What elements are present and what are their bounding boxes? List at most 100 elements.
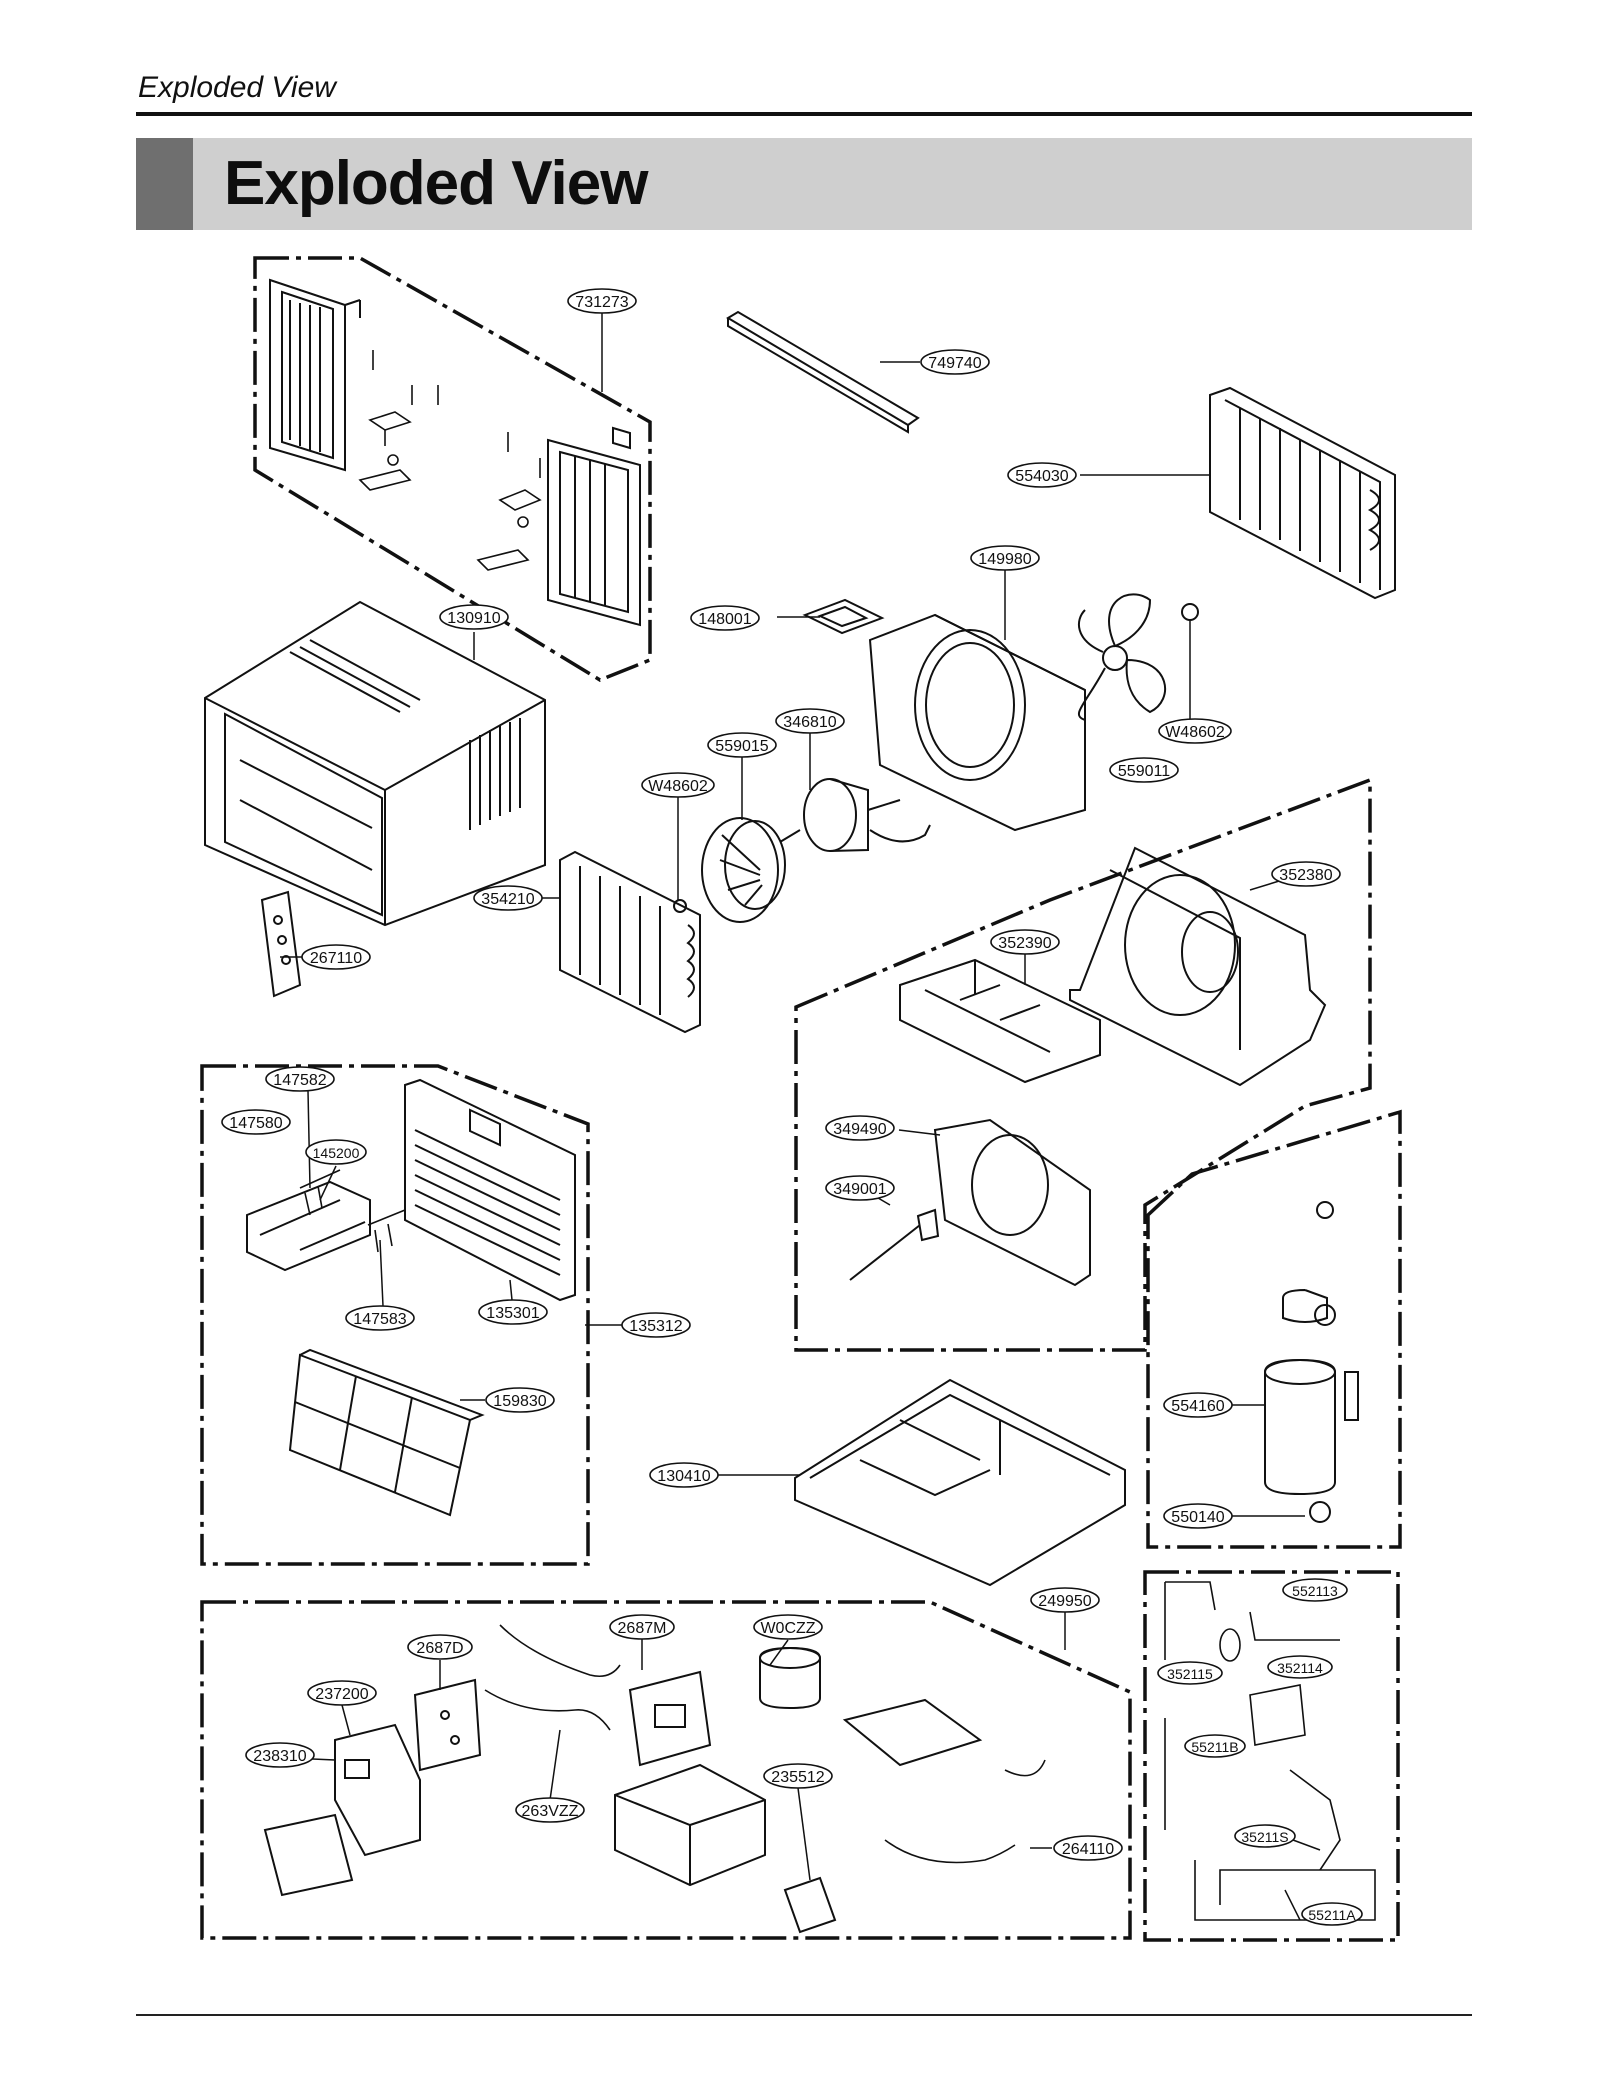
svg-text:159830: 159830 <box>493 1393 546 1410</box>
callout-349490: 349490 <box>825 1115 895 1141</box>
display-panel <box>263 1723 421 1897</box>
callout-346810: 346810 <box>775 708 845 734</box>
callout-159830: 159830 <box>485 1387 555 1413</box>
callout-354210: 354210 <box>473 885 543 911</box>
control-board <box>413 1678 482 1772</box>
callout-145200: 145200 <box>305 1139 367 1165</box>
top-foam-gasket <box>726 310 920 434</box>
footer-rule <box>136 2014 1472 2016</box>
svg-text:550140: 550140 <box>1171 1509 1224 1526</box>
svg-text:249950: 249950 <box>1038 1593 1091 1610</box>
callout-w48602-right: W48602 <box>1158 718 1232 744</box>
callout-552113: 552113 <box>1282 1578 1348 1602</box>
front-grille-panel <box>404 1078 576 1302</box>
front-door <box>246 1180 371 1272</box>
callout-264110: 264110 <box>1053 1835 1123 1861</box>
callout-55211a: 55211A <box>1301 1902 1363 1926</box>
callout-2687m: 2687M <box>609 1614 675 1640</box>
callout-55211b: 55211B <box>1184 1734 1246 1758</box>
callout-35211s: 35211S <box>1234 1824 1296 1848</box>
part-callouts: 731273 749740 554030 149980 148001 13091… <box>221 288 1363 1926</box>
svg-text:352390: 352390 <box>998 935 1051 952</box>
clamp-ring <box>673 899 687 913</box>
svg-text:554160: 554160 <box>1171 1398 1224 1415</box>
svg-text:731273: 731273 <box>575 294 628 311</box>
svg-text:2687D: 2687D <box>416 1640 463 1657</box>
callout-249950: 249950 <box>1030 1587 1100 1613</box>
compressor <box>1264 1201 1359 1523</box>
evaporator-housing <box>1069 846 1327 1087</box>
svg-text:554030: 554030 <box>1015 468 1068 485</box>
window-side-panel-left <box>269 278 361 472</box>
svg-text:552113: 552113 <box>1292 1583 1338 1599</box>
svg-text:352380: 352380 <box>1279 867 1332 884</box>
motor-mount-bracket <box>802 598 885 635</box>
svg-text:149980: 149980 <box>978 551 1031 568</box>
callout-147582: 147582 <box>265 1066 335 1092</box>
callout-135312: 135312 <box>621 1312 691 1338</box>
window-mounting-brackets <box>358 350 542 571</box>
blower-scroll <box>933 1118 1091 1287</box>
control-box <box>614 1763 766 1887</box>
svg-text:135312: 135312 <box>629 1318 682 1335</box>
svg-text:55211B: 55211B <box>1191 1739 1238 1755</box>
remote-control <box>260 890 302 998</box>
callout-147580: 147580 <box>221 1109 291 1135</box>
svg-text:147582: 147582 <box>273 1072 326 1089</box>
svg-text:238310: 238310 <box>253 1748 306 1765</box>
callout-2687d: 2687D <box>407 1634 473 1660</box>
callout-130910: 130910 <box>439 604 509 630</box>
svg-text:264110: 264110 <box>1062 1841 1114 1858</box>
outer-cabinet <box>204 600 546 927</box>
callout-267110: 267110 <box>301 944 371 970</box>
svg-text:130410: 130410 <box>657 1468 710 1485</box>
electrical-cover <box>842 1698 983 1767</box>
svg-text:346810: 346810 <box>783 714 836 731</box>
callout-w0czz: W0CZZ <box>753 1614 823 1640</box>
callout-235512: 235512 <box>763 1763 833 1789</box>
svg-text:349001: 349001 <box>833 1181 886 1198</box>
group-outline-electrical <box>200 1600 1132 1940</box>
main-pcb <box>628 1670 712 1767</box>
callout-149980: 149980 <box>970 545 1040 571</box>
svg-text:352115: 352115 <box>1167 1666 1213 1682</box>
fan-motor <box>779 778 931 852</box>
callout-237200: 237200 <box>307 1680 377 1706</box>
group-outline-window-frame <box>253 256 652 682</box>
group-outline-refrigerant-pipes <box>1143 1570 1400 1942</box>
svg-text:W0CZZ: W0CZZ <box>760 1620 815 1637</box>
callout-559015: 559015 <box>707 732 777 758</box>
svg-text:559011: 559011 <box>1118 763 1170 780</box>
air-filter-frame <box>899 958 1101 1084</box>
svg-text:55211A: 55211A <box>1308 1907 1356 1923</box>
callout-135301: 135301 <box>478 1299 548 1325</box>
base-pan <box>794 1378 1126 1587</box>
callout-352380: 352380 <box>1271 861 1341 887</box>
callout-148001: 148001 <box>690 605 760 631</box>
callout-238310: 238310 <box>245 1742 315 1768</box>
callout-349001: 349001 <box>825 1175 895 1201</box>
callout-731273: 731273 <box>567 288 637 314</box>
wire-harnesses <box>484 1624 1046 1864</box>
title-accent-block <box>136 138 193 230</box>
svg-text:263VZZ: 263VZZ <box>522 1803 579 1820</box>
svg-text:352114: 352114 <box>1277 1660 1323 1676</box>
svg-text:237200: 237200 <box>315 1686 368 1703</box>
svg-text:349490: 349490 <box>833 1121 886 1138</box>
svg-text:145200: 145200 <box>313 1145 360 1161</box>
run-capacitor <box>759 1646 821 1710</box>
callout-352390: 352390 <box>990 929 1060 955</box>
window-side-panel-right <box>547 426 641 627</box>
callout-554160: 554160 <box>1163 1392 1233 1418</box>
callout-550140: 550140 <box>1163 1503 1233 1529</box>
leader-lines <box>280 307 1321 1921</box>
terminal-block <box>783 1876 837 1934</box>
svg-text:354210: 354210 <box>481 891 534 908</box>
propeller-fan <box>1078 593 1199 721</box>
refrigerant-piping <box>1164 1581 1376 1921</box>
section-title: Exploded View <box>224 149 648 218</box>
blower-wheel <box>701 817 786 923</box>
svg-text:2687M: 2687M <box>618 1620 667 1637</box>
callout-352115: 352115 <box>1157 1661 1223 1685</box>
